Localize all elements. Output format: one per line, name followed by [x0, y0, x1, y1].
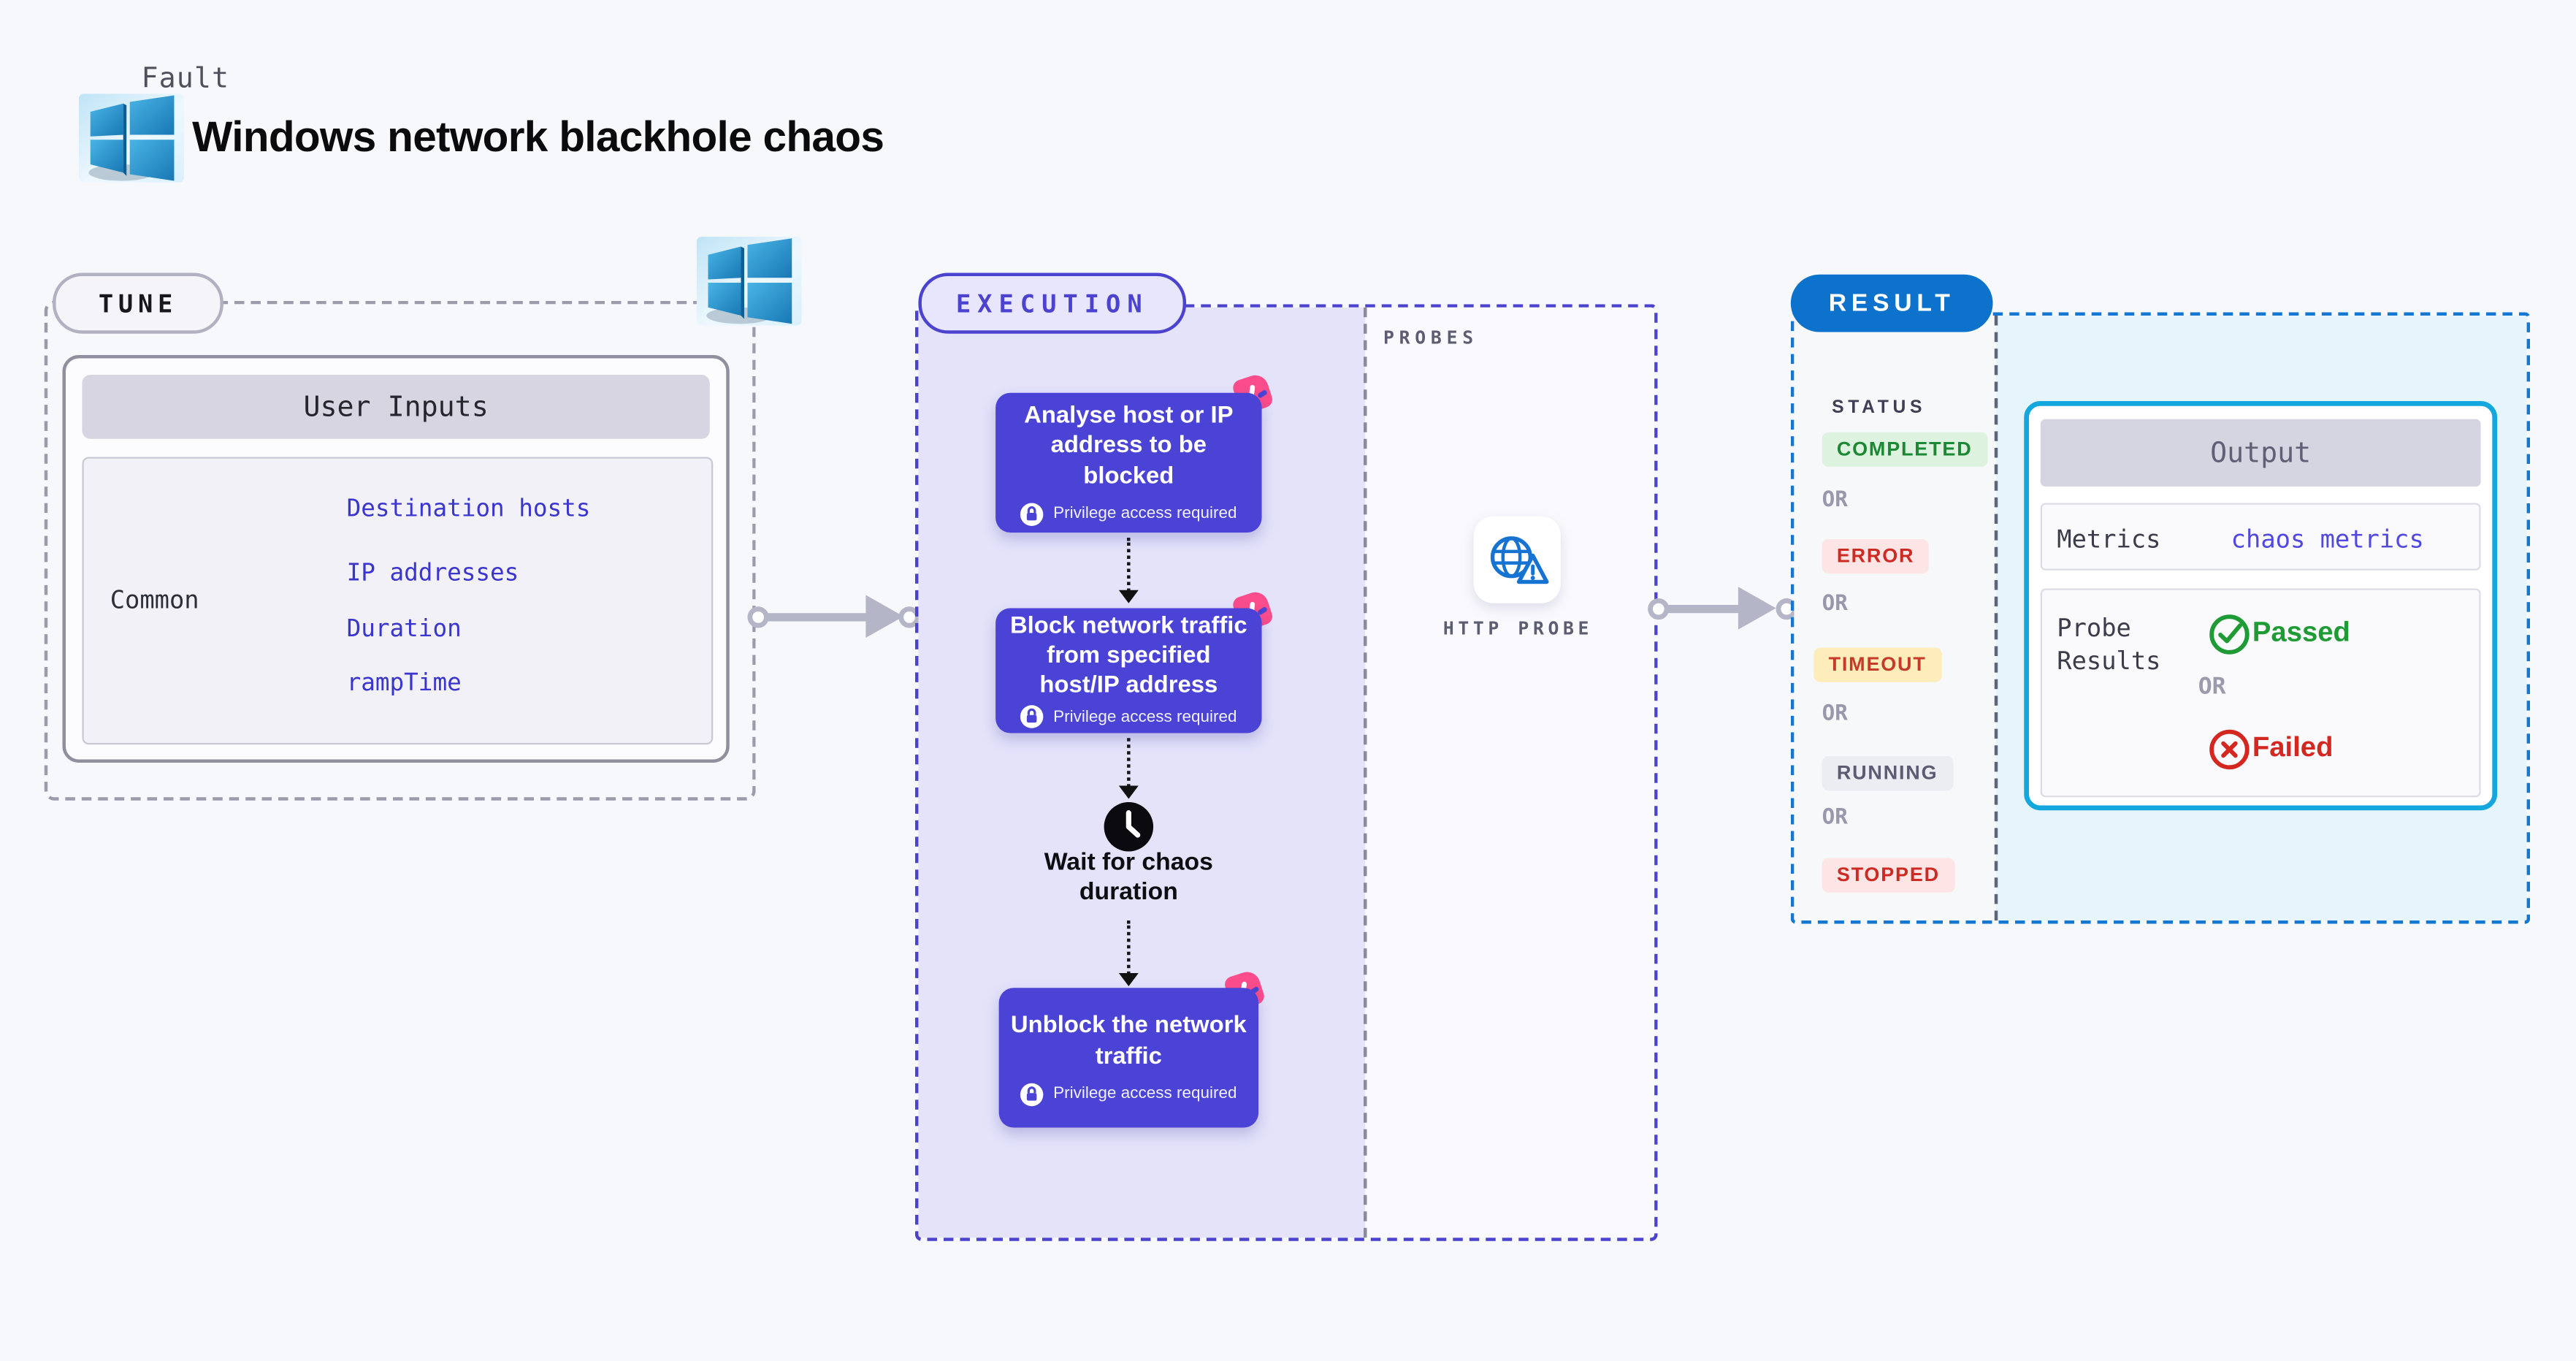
step-title: Unblock the network traffic [1010, 1013, 1247, 1070]
tune-pill: TUNE [52, 272, 223, 334]
lock-icon [1020, 705, 1044, 729]
check-circle-icon [2209, 614, 2250, 655]
metrics-label: Metrics [2057, 524, 2161, 554]
flow-connector [1127, 920, 1131, 975]
globe-alert-icon [1489, 535, 1548, 584]
wait-step-label: Wait for chaos duration [1044, 848, 1213, 906]
user-inputs-header: User Inputs [82, 375, 710, 439]
tune-section [44, 300, 756, 801]
or-separator: OR [1822, 701, 1848, 727]
probes-background [1365, 307, 1655, 1238]
lock-icon [1020, 502, 1044, 526]
output-card-header: Output [2040, 419, 2481, 487]
status-badge-timeout: TIMEOUT [1813, 647, 1941, 682]
flow-connector [1127, 738, 1131, 788]
user-inputs-card: User Inputs Common Destination hosts IP … [62, 355, 730, 763]
probes-to-result-connector [1657, 603, 1760, 613]
metrics-row: Metrics chaos metrics [2040, 503, 2481, 571]
http-probe-card[interactable] [1473, 516, 1561, 603]
status-column-background [1794, 316, 1997, 920]
failed-label: Failed [2252, 731, 2334, 763]
output-card: Output Metrics chaos metrics Probe Resul… [2024, 401, 2498, 811]
execution-pill: EXECUTION [918, 272, 1187, 334]
status-badge-stopped: STOPPED [1822, 858, 1955, 893]
tune-to-execution-connector [757, 612, 889, 621]
user-inputs-body [82, 457, 714, 745]
arrow-down-icon [1118, 590, 1139, 603]
status-badge-error: ERROR [1822, 539, 1930, 574]
privilege-badge: Privilege access required [1053, 505, 1237, 523]
probes-divider [1364, 307, 1367, 1238]
arrow-down-icon [1118, 785, 1139, 799]
common-row-label: Common [110, 585, 199, 615]
or-separator: OR [1822, 488, 1848, 513]
or-separator: OR [1822, 805, 1848, 831]
step-node-block-traffic[interactable]: Block network traffic from specified hos… [995, 608, 1262, 733]
privilege-badge: Privilege access required [1053, 1085, 1237, 1103]
status-badge-running: RUNNING [1822, 756, 1953, 791]
chaos-metrics-link[interactable]: chaos metrics [2231, 524, 2424, 554]
windows-logo-icon [78, 94, 184, 183]
result-divider [1994, 316, 1998, 920]
step-title: Block network traffic from specified hos… [1009, 612, 1247, 699]
passed-label: Passed [2252, 616, 2350, 648]
probes-section-label: PROBES [1383, 327, 1478, 348]
privilege-badge: Privilege access required [1053, 707, 1237, 726]
probe-results-label: Probe Results [2057, 613, 2161, 676]
fault-kicker: Fault [141, 62, 230, 96]
arrow-right-icon [865, 595, 904, 638]
arrow-down-icon [1118, 973, 1139, 986]
input-link-duration[interactable]: Duration [346, 616, 462, 643]
connector-dot [746, 606, 768, 628]
connector-dot [1647, 597, 1669, 619]
clock-icon [1102, 801, 1155, 853]
flow-connector [1127, 537, 1131, 592]
or-separator: OR [2198, 674, 2226, 701]
result-pill: RESULT [1790, 274, 1993, 332]
arrow-right-icon [1738, 587, 1776, 630]
probe-results-row: Probe Results Passed OR Failed [2040, 588, 2481, 798]
or-separator: OR [1822, 592, 1848, 617]
input-link-ramptime[interactable]: rampTime [346, 671, 462, 697]
step-title: Analyse host or IP address to be blocked [1024, 403, 1234, 489]
step-node-analyse[interactable]: Analyse host or IP address to be blocked… [995, 392, 1262, 533]
status-column-title: STATUS [1832, 397, 1927, 418]
windows-logo-icon [696, 237, 802, 326]
page-title: Windows network blackhole chaos [192, 112, 884, 161]
http-probe-label: HTTP PROBE [1442, 618, 1594, 640]
lock-icon [1020, 1082, 1044, 1106]
step-node-unblock[interactable]: Unblock the network traffic Privilege ac… [998, 988, 1259, 1128]
x-circle-icon [2209, 729, 2250, 770]
input-link-ip-addresses[interactable]: IP addresses [346, 560, 519, 587]
status-badge-completed: COMPLETED [1822, 432, 1987, 467]
input-link-destination-hosts[interactable]: Destination hosts [346, 496, 591, 523]
